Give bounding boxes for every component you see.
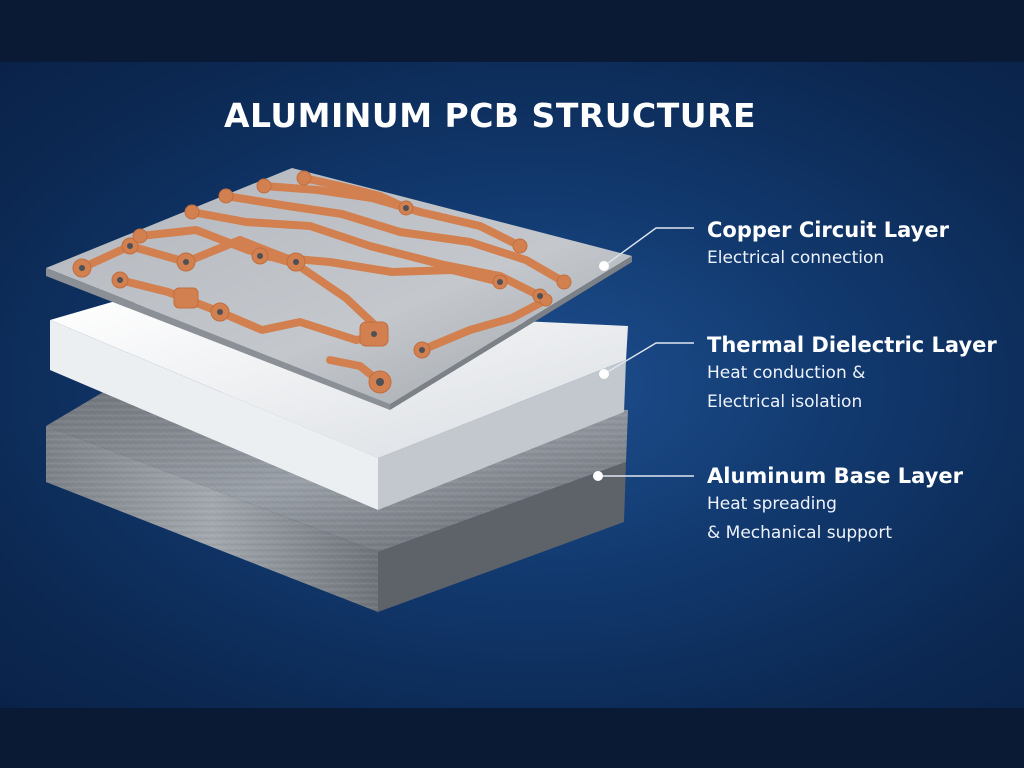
leader-copper [603,227,694,267]
aluminum-base-label: Aluminum Base Layer Heat spreading & Mec… [707,462,963,548]
leader-dot-dielectric [599,369,609,379]
leader-dots [593,261,609,481]
leader-dot-aluminum [593,471,603,481]
top-band [0,0,1024,62]
copper-circuit-description-line-1: Electrical connection [707,248,885,268]
aluminum-base-description-line-1: Heat spreading [707,494,837,514]
thermal-dielectric-description-line-1: Heat conduction & [707,363,866,383]
thermal-dielectric-description-line-2: Electrical isolation [707,392,863,412]
leader-dielectric [603,342,694,375]
bottom-band [0,708,1024,768]
leader-lines [598,227,694,477]
aluminum-base-description-line-2: & Mechanical support [707,523,892,543]
copper-circuit-layer [46,168,632,410]
aluminum-base-title: Aluminum Base Layer [707,464,963,488]
thermal-dielectric-label: Thermal Dielectric Layer Heat conduction… [707,331,997,417]
copper-circuit-label: Copper Circuit Layer Electrical connecti… [707,216,949,273]
diagram-title: ALUMINUM PCB STRUCTURE [223,96,757,135]
leader-dot-copper [599,261,609,271]
thermal-dielectric-title: Thermal Dielectric Layer [707,333,997,357]
copper-circuit-title: Copper Circuit Layer [707,218,949,242]
